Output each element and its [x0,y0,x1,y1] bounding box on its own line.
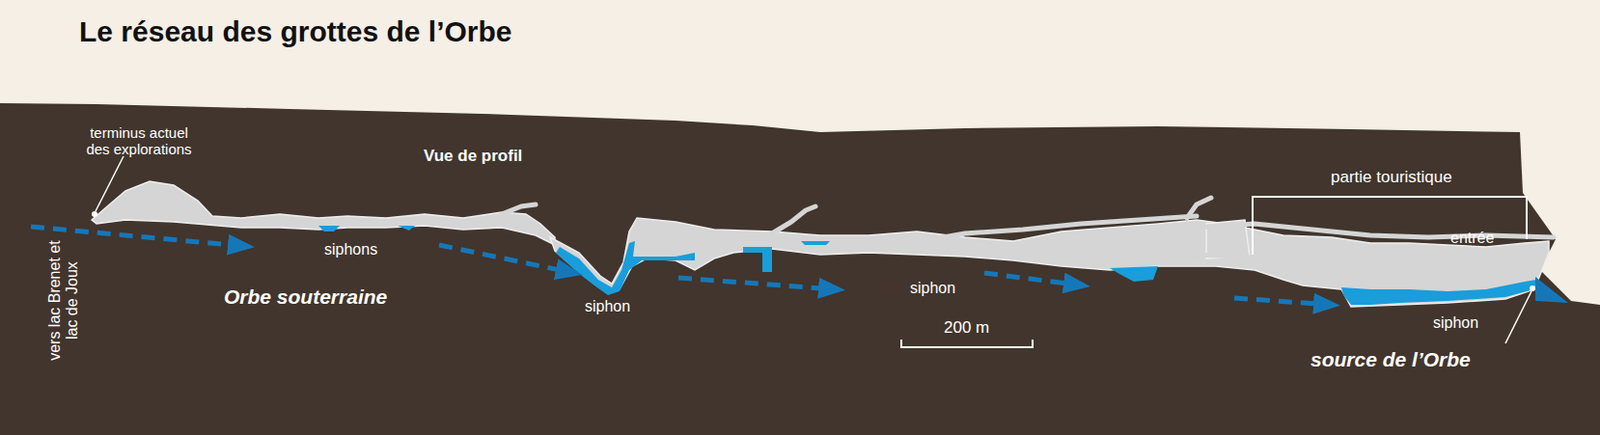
cave-label: entrée [1450,229,1494,248]
cave-label: siphons [324,241,378,259]
bracket [1252,196,1527,255]
water [318,225,1537,305]
cave-label: Orbe souterraine [223,285,387,309]
cave-label: terminus actuel des explorations [76,125,202,158]
leader-dot [1529,285,1536,292]
cave-label: source de l’Orbe [1310,348,1471,372]
flow-arrows [30,226,1318,304]
cave-label: siphon [584,298,631,316]
cave-label: Vue de profil [423,146,523,166]
gallery [91,181,555,246]
scale-bar [901,339,1033,348]
title: Le réseau des grottes de l’Orbe [79,15,513,50]
cave-label: 200 m [943,318,990,338]
cave-label: siphon [910,279,956,298]
rock-mass [0,103,1600,435]
cave-label: partie touristique [1330,167,1453,188]
leader-dot [91,211,98,218]
outflow-arrow [1535,276,1569,304]
cave-label: vers lac Brenet et lac de Joux [46,238,81,364]
gallery [550,218,1549,307]
leader-line [1505,291,1532,344]
cave-label: siphon [1433,314,1479,332]
branches [501,197,1554,273]
leader-line [95,156,124,212]
